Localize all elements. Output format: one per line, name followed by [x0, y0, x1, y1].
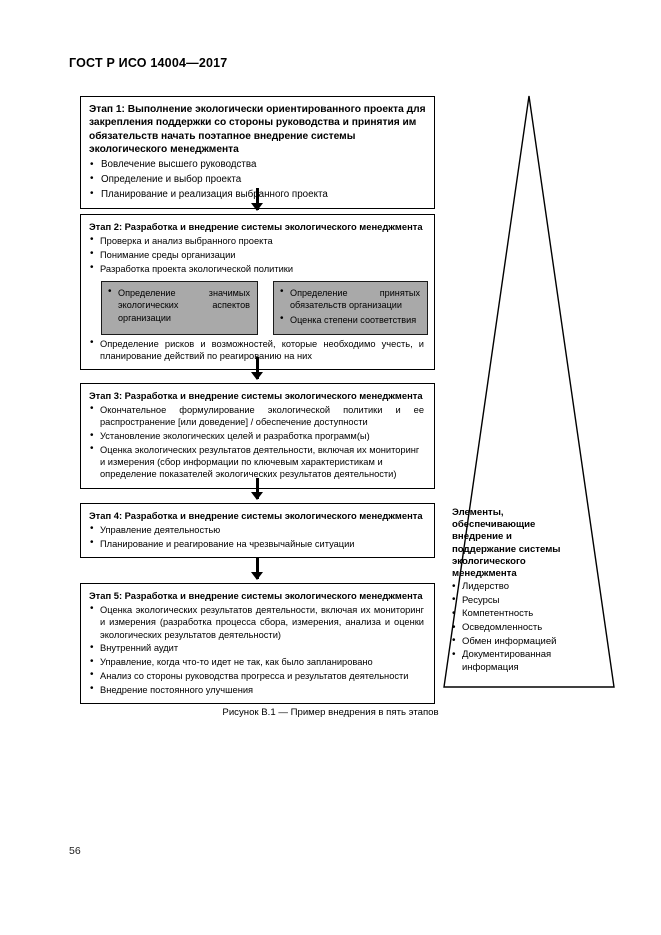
sub-box-left-bullet-list: Определение значимых экологических аспек…	[108, 286, 250, 324]
stage-2-bullet-list: Проверка и анализ выбранного проекта Пон…	[89, 234, 426, 275]
list-item: Определение и выбор проекта	[89, 172, 426, 186]
list-item: Определение рисков и возможностей, котор…	[89, 337, 426, 363]
connector-arrow-2-3	[251, 372, 263, 380]
connector-arrow-4-5	[251, 572, 263, 580]
flow-box-stage-5: Этап 5: Разработка и внедрение системы э…	[80, 583, 435, 704]
list-item: Оценка экологических результатов деятель…	[89, 443, 426, 481]
list-item: Документированная информация	[452, 649, 570, 674]
stage-5-title: Этап 5: Разработка и внедрение системы э…	[89, 590, 423, 601]
list-item: Компетентность	[452, 608, 570, 621]
connector-arrow-1-2	[251, 203, 263, 211]
connector-line-1-2	[256, 188, 259, 210]
connector-line-2-3	[256, 357, 259, 379]
stage-2-title: Этап 2: Разработка и внедрение системы э…	[89, 221, 423, 232]
stage-4-title: Этап 4: Разработка и внедрение системы э…	[89, 510, 423, 521]
stage-3-title: Этап 3: Разработка и внедрение системы э…	[89, 390, 423, 401]
list-item: Оценка степени соответствия	[280, 313, 420, 326]
list-item: Ресурсы	[452, 594, 570, 608]
sub-box-compliance-obligations: Определение принятых обязательств органи…	[273, 280, 428, 335]
sub-box-environmental-aspects: Определение значимых экологических аспек…	[101, 280, 258, 335]
list-item: Определение принятых обязательств органи…	[280, 286, 420, 312]
list-item: Вовлечение высшего руководства	[89, 158, 426, 171]
list-item: Проверка и анализ выбранного проекта	[89, 234, 426, 247]
list-item: Внедрение постоянного улучшения	[89, 683, 426, 696]
flow-box-stage-4: Этап 4: Разработка и внедрение системы э…	[80, 503, 435, 558]
list-item: Планирование и реализация выбранного про…	[89, 187, 426, 201]
stage-3-bullet-list: Окончательное формулирование экологическ…	[89, 403, 426, 481]
document-standard-header: ГОСТ Р ИСО 14004—2017	[69, 56, 228, 70]
triangle-title: Элементы, обеспечивающие внедрение и под…	[452, 507, 561, 580]
list-item: Управление деятельностью	[89, 523, 426, 536]
figure-caption: Рисунок B.1 — Пример внедрения в пять эт…	[222, 707, 439, 718]
list-item: Планирование и реагирование на чрезвычай…	[89, 537, 426, 550]
list-item: Определение значимых экологических аспек…	[108, 286, 250, 324]
stage-5-bullet-list: Оценка экологических результатов деятель…	[89, 603, 426, 696]
stage-1-bullet-list: Вовлечение высшего руководства Определен…	[89, 158, 426, 201]
list-item: Разработка проекта экологической политик…	[89, 262, 426, 275]
connector-arrow-3-4	[251, 492, 263, 500]
sub-box-right-bullet-list: Определение принятых обязательств органи…	[280, 286, 420, 326]
list-item: Анализ со стороны руководства прогресса …	[89, 669, 426, 682]
flow-box-stage-2: Этап 2: Разработка и внедрение системы э…	[80, 214, 435, 371]
triangle-bullet-list: Лидерство Ресурсы Компетентность Осведом…	[452, 581, 570, 674]
list-item: Осведомленность	[452, 622, 570, 635]
flow-box-stage-3: Этап 3: Разработка и внедрение системы э…	[80, 383, 435, 489]
connector-line-3-4	[256, 478, 259, 499]
stage-4-bullet-list: Управление деятельностью Планирование и …	[89, 523, 426, 550]
triangle-shape-icon	[443, 95, 615, 688]
list-item: Оценка экологических результатов деятель…	[89, 603, 426, 641]
list-item: Обмен информацией	[452, 635, 570, 649]
supporting-elements-triangle	[440, 90, 620, 692]
stage-2-sub-box-row: Определение значимых экологических аспек…	[89, 280, 428, 335]
list-item: Лидерство	[452, 581, 570, 594]
stage-1-title: Этап 1: Выполнение экологически ориентир…	[89, 104, 426, 156]
list-item: Понимание среды организации	[89, 248, 426, 261]
stage-2-bullet-list-after: Определение рисков и возможностей, котор…	[89, 337, 426, 363]
list-item: Управление, когда что-то идет не так, ка…	[89, 656, 426, 669]
connector-line-4-5	[256, 558, 259, 579]
list-item: Окончательное формулирование экологическ…	[89, 403, 426, 429]
list-item: Внутренний аудит	[89, 642, 426, 655]
list-item: Установление экологических целей и разра…	[89, 429, 426, 442]
page-number: 56	[69, 845, 81, 857]
triangle-text-block: Элементы, обеспечивающие внедрение и под…	[452, 507, 570, 674]
